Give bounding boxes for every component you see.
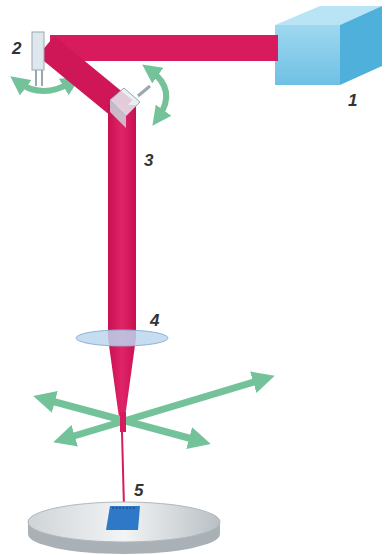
scan-mirror — [32, 32, 44, 70]
mirror-shaft — [138, 86, 150, 96]
mirror-shaft — [35, 70, 37, 86]
laser-box-front — [275, 25, 340, 85]
callout-number: 3 — [144, 152, 153, 169]
mirror-shaft — [41, 70, 43, 86]
callout-number: 1 — [348, 92, 357, 109]
callout-number: 2 — [12, 40, 21, 57]
callout-number: 4 — [150, 312, 159, 329]
laser-box-side — [340, 6, 382, 85]
callout-number: 5 — [134, 482, 143, 499]
focusing-lens — [76, 330, 168, 346]
rotation-arrow — [18, 82, 72, 91]
focused-beam — [121, 432, 125, 508]
workpiece — [106, 506, 140, 530]
movement-arrow — [64, 379, 264, 439]
focused-beam — [120, 412, 126, 432]
scan-mirror — [110, 100, 126, 128]
laser-beam — [50, 35, 278, 61]
laser-beam — [108, 105, 136, 338]
work-table — [28, 502, 220, 542]
scan-track — [112, 507, 136, 509]
rotation-arrow — [150, 70, 166, 118]
